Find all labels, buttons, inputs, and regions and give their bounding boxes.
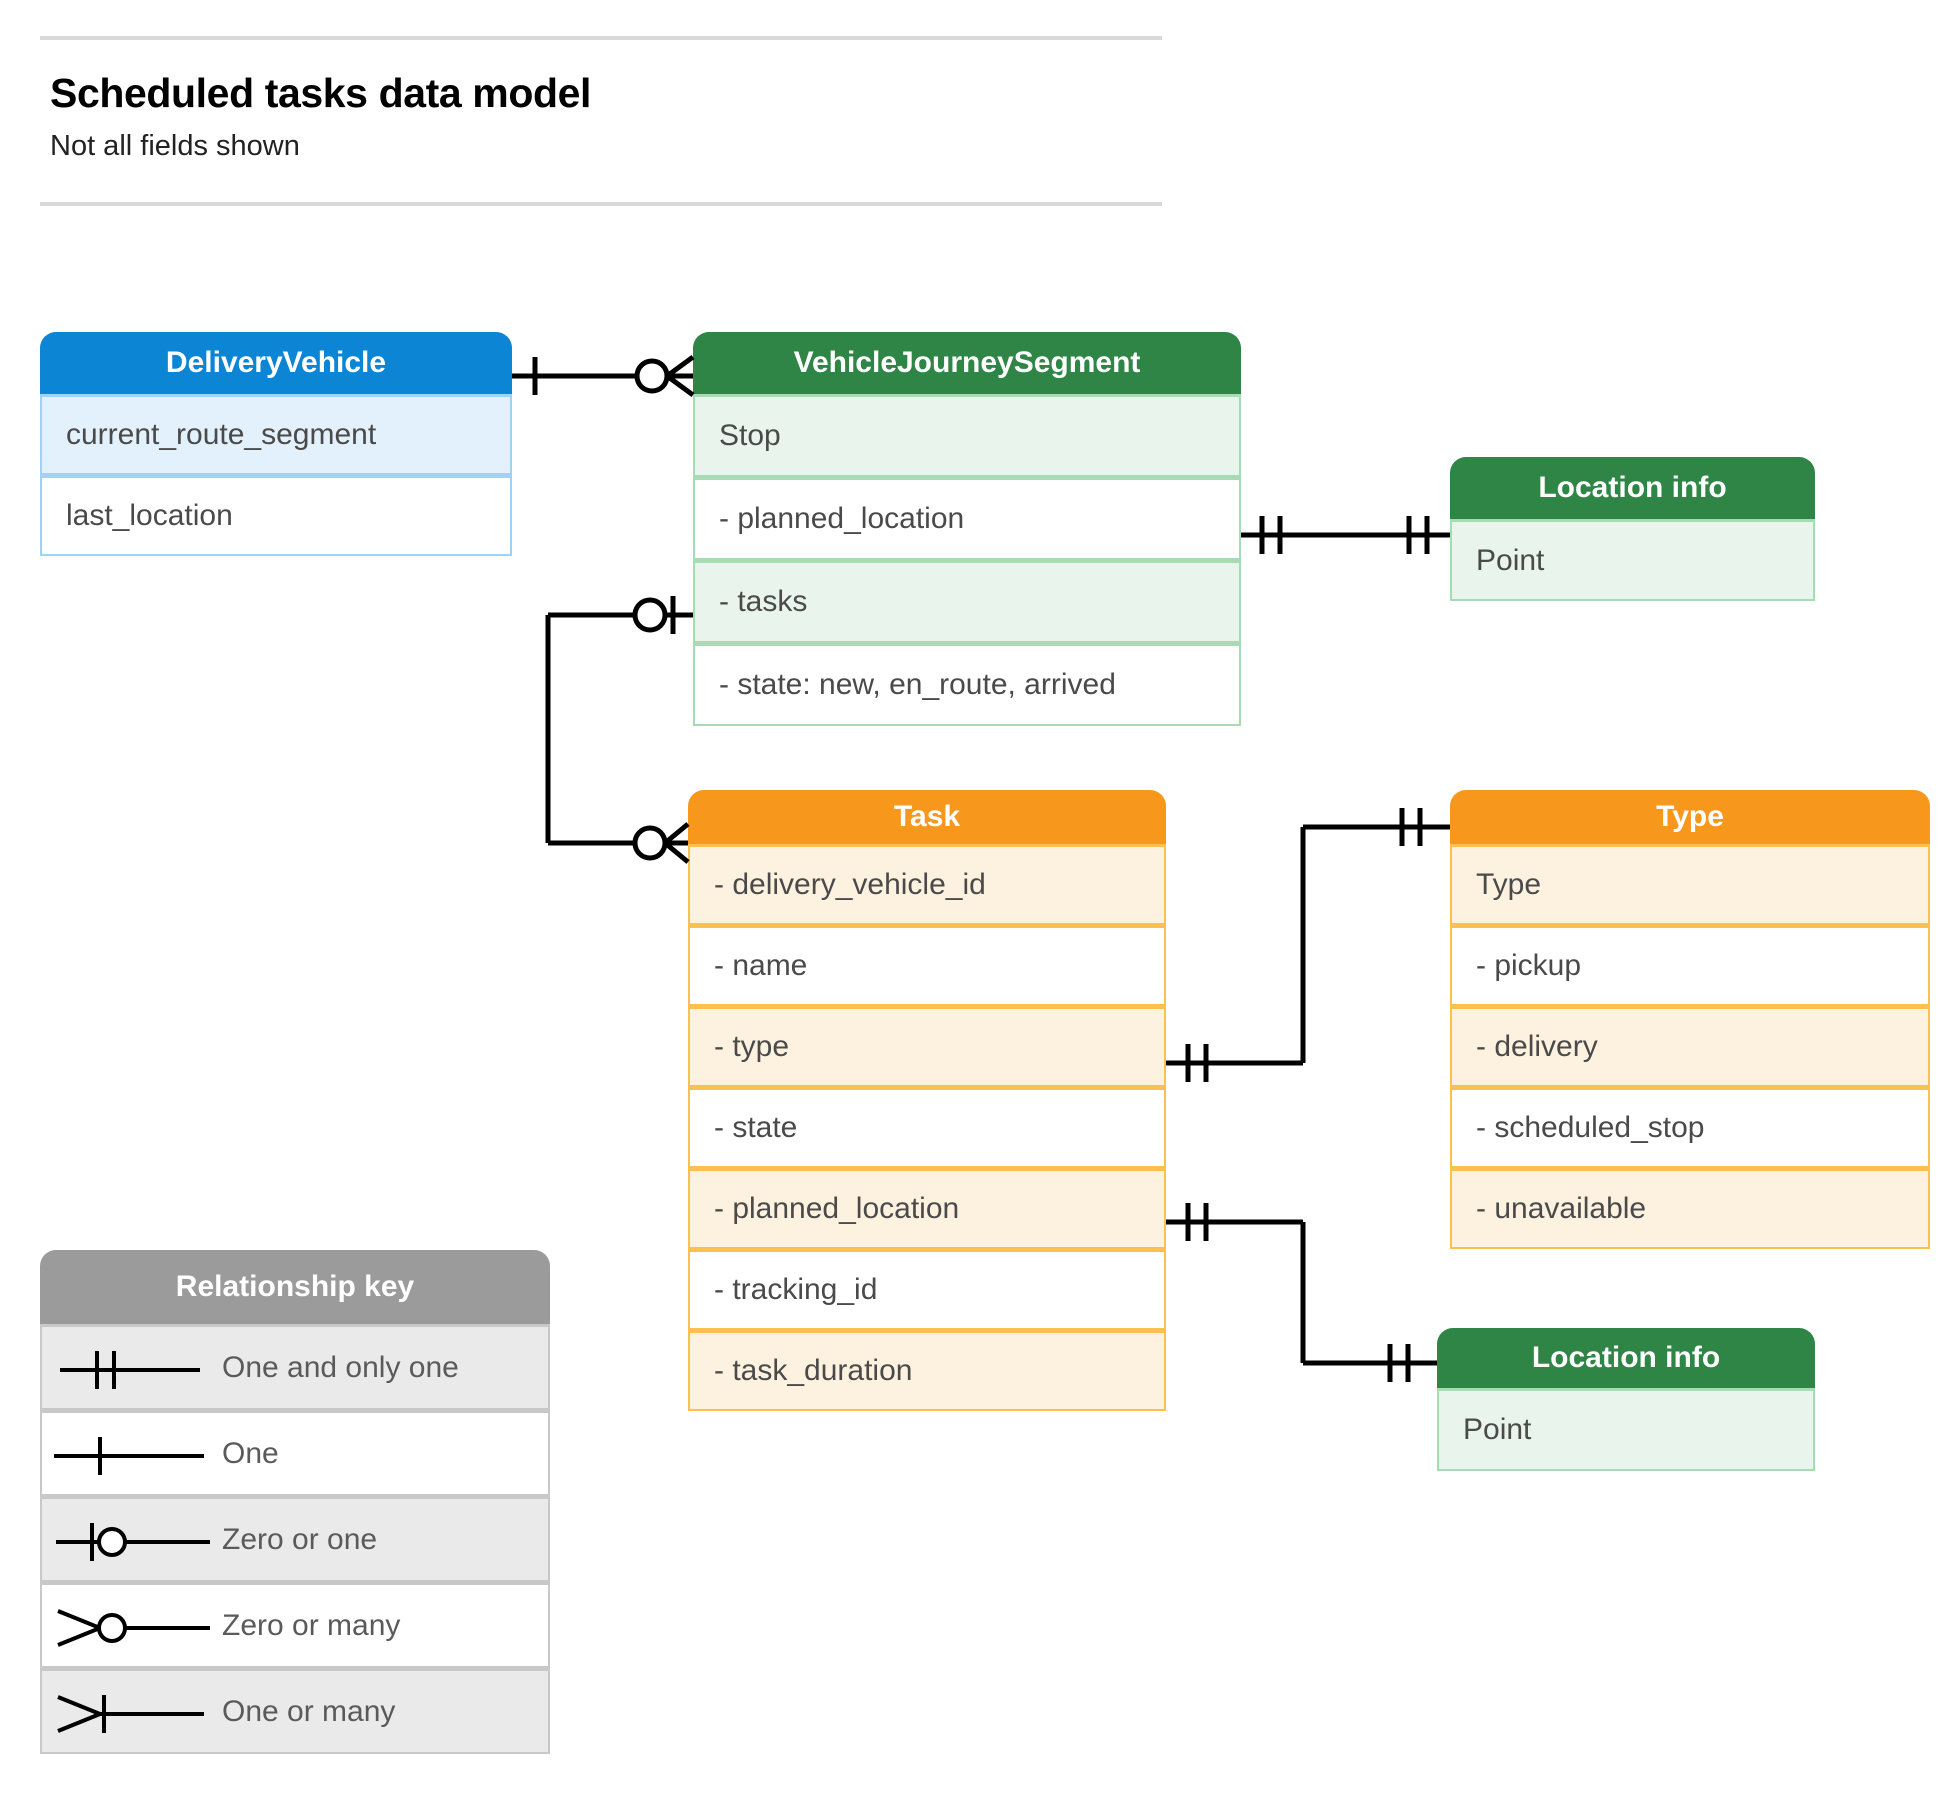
entity-type[interactable]: Type Type - pickup - delivery - schedule… — [1450, 790, 1930, 1249]
entity-row[interactable]: - state: new, en_route, arrived — [693, 643, 1241, 726]
legend-item-label: Zero or one — [222, 1522, 378, 1556]
legend-item: One or many — [40, 1668, 550, 1754]
entity-location-info-bottom[interactable]: Location info Point — [1437, 1328, 1815, 1471]
entity-row[interactable]: Type — [1450, 844, 1930, 925]
entity-row[interactable]: - task_duration — [688, 1330, 1166, 1411]
header-divider-bottom — [40, 202, 1162, 206]
legend-item-label: Zero or many — [222, 1608, 401, 1642]
entity-row[interactable]: - delivery_vehicle_id — [688, 844, 1166, 925]
entity-task[interactable]: Task - delivery_vehicle_id - name - type… — [688, 790, 1166, 1411]
entity-row[interactable]: Point — [1450, 519, 1815, 601]
legend-item-label: One — [222, 1436, 279, 1470]
legend-item: One — [40, 1410, 550, 1496]
one-icon — [42, 1413, 222, 1494]
connector-vjs-plannedlocation-locationinfo — [1241, 516, 1450, 554]
entity-row[interactable]: - state — [688, 1087, 1166, 1168]
entity-row[interactable]: - pickup — [1450, 925, 1930, 1006]
entity-row[interactable]: - name — [688, 925, 1166, 1006]
zero-or-one-icon — [42, 1499, 222, 1580]
entity-row[interactable]: - scheduled_stop — [1450, 1087, 1930, 1168]
entity-header-vehicle-journey-segment: VehicleJourneySegment — [693, 332, 1241, 394]
legend-item-label: One and only one — [222, 1350, 459, 1384]
connector-task-plannedlocation-locationinfo — [1166, 1203, 1437, 1382]
entity-delivery-vehicle[interactable]: DeliveryVehicle current_route_segment la… — [40, 332, 512, 556]
entity-header-delivery-vehicle: DeliveryVehicle — [40, 332, 512, 394]
entity-row[interactable]: - type — [688, 1006, 1166, 1087]
one-and-only-one-icon — [42, 1327, 222, 1408]
entity-location-info-top[interactable]: Location info Point — [1450, 457, 1815, 601]
relationship-key-legend: Relationship key One and only one One — [40, 1250, 550, 1754]
entity-header-location-info-bottom: Location info — [1437, 1328, 1815, 1388]
entity-vehicle-journey-segment[interactable]: VehicleJourneySegment Stop - planned_loc… — [693, 332, 1241, 726]
entity-header-task: Task — [688, 790, 1166, 844]
connector-deliveryvehicle-vehiclejourneysegment — [512, 354, 695, 398]
page-subtitle: Not all fields shown — [50, 130, 300, 162]
entity-row[interactable]: current_route_segment — [40, 394, 512, 475]
entity-row[interactable]: - delivery — [1450, 1006, 1930, 1087]
entity-row[interactable]: Point — [1437, 1388, 1815, 1471]
legend-item: One and only one — [40, 1324, 550, 1410]
connector-task-type-type — [1166, 808, 1450, 1082]
entity-row[interactable]: Stop — [693, 394, 1241, 477]
legend-item: Zero or many — [40, 1582, 550, 1668]
entity-row[interactable]: - planned_location — [693, 477, 1241, 560]
zero-or-many-icon — [42, 1585, 222, 1666]
entity-header-type: Type — [1450, 790, 1930, 844]
one-or-many-icon — [42, 1671, 222, 1752]
legend-title: Relationship key — [40, 1250, 550, 1324]
entity-row[interactable]: - planned_location — [688, 1168, 1166, 1249]
connector-vjs-tasks-task — [545, 596, 693, 864]
entity-row[interactable]: - unavailable — [1450, 1168, 1930, 1249]
entity-header-location-info-top: Location info — [1450, 457, 1815, 519]
header-divider-top — [40, 36, 1162, 40]
page-title: Scheduled tasks data model — [50, 70, 591, 116]
legend-item-label: One or many — [222, 1694, 396, 1728]
entity-row[interactable]: - tracking_id — [688, 1249, 1166, 1330]
entity-row[interactable]: last_location — [40, 475, 512, 556]
entity-row[interactable]: - tasks — [693, 560, 1241, 643]
legend-item: Zero or one — [40, 1496, 550, 1582]
